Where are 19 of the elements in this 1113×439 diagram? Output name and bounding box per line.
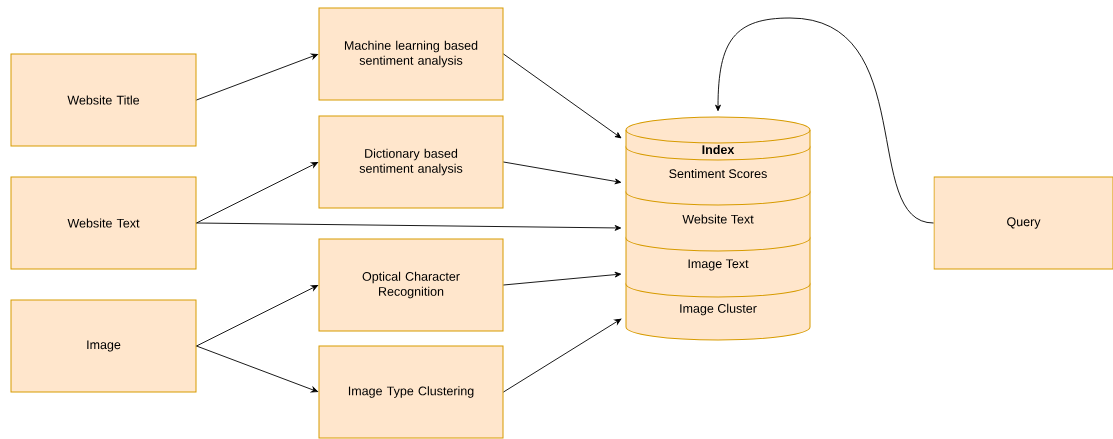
- arrow: [196, 53, 318, 101]
- arrow: [196, 162, 318, 224]
- arrow: [196, 345, 318, 393]
- process-box: Optical Character Recognition: [318, 238, 504, 332]
- arrow: [715, 17, 934, 224]
- process-box: Website Title: [10, 53, 197, 147]
- arrow: [196, 285, 318, 347]
- cylinder-segment: Index: [625, 116, 811, 161]
- process-box: Image Type Clustering: [318, 345, 504, 439]
- arrow: [503, 161, 622, 185]
- process-box: Dictionary based sentiment analysis: [318, 115, 504, 209]
- arrow: [503, 318, 622, 393]
- process-box: Image: [10, 299, 197, 393]
- process-box: Website Text: [10, 176, 197, 270]
- arrow: [503, 271, 622, 286]
- process-box: Query: [933, 176, 1113, 270]
- arrow: [196, 222, 622, 231]
- arrow: [503, 53, 622, 139]
- process-box: Machine learning based sentiment analysis: [318, 7, 504, 101]
